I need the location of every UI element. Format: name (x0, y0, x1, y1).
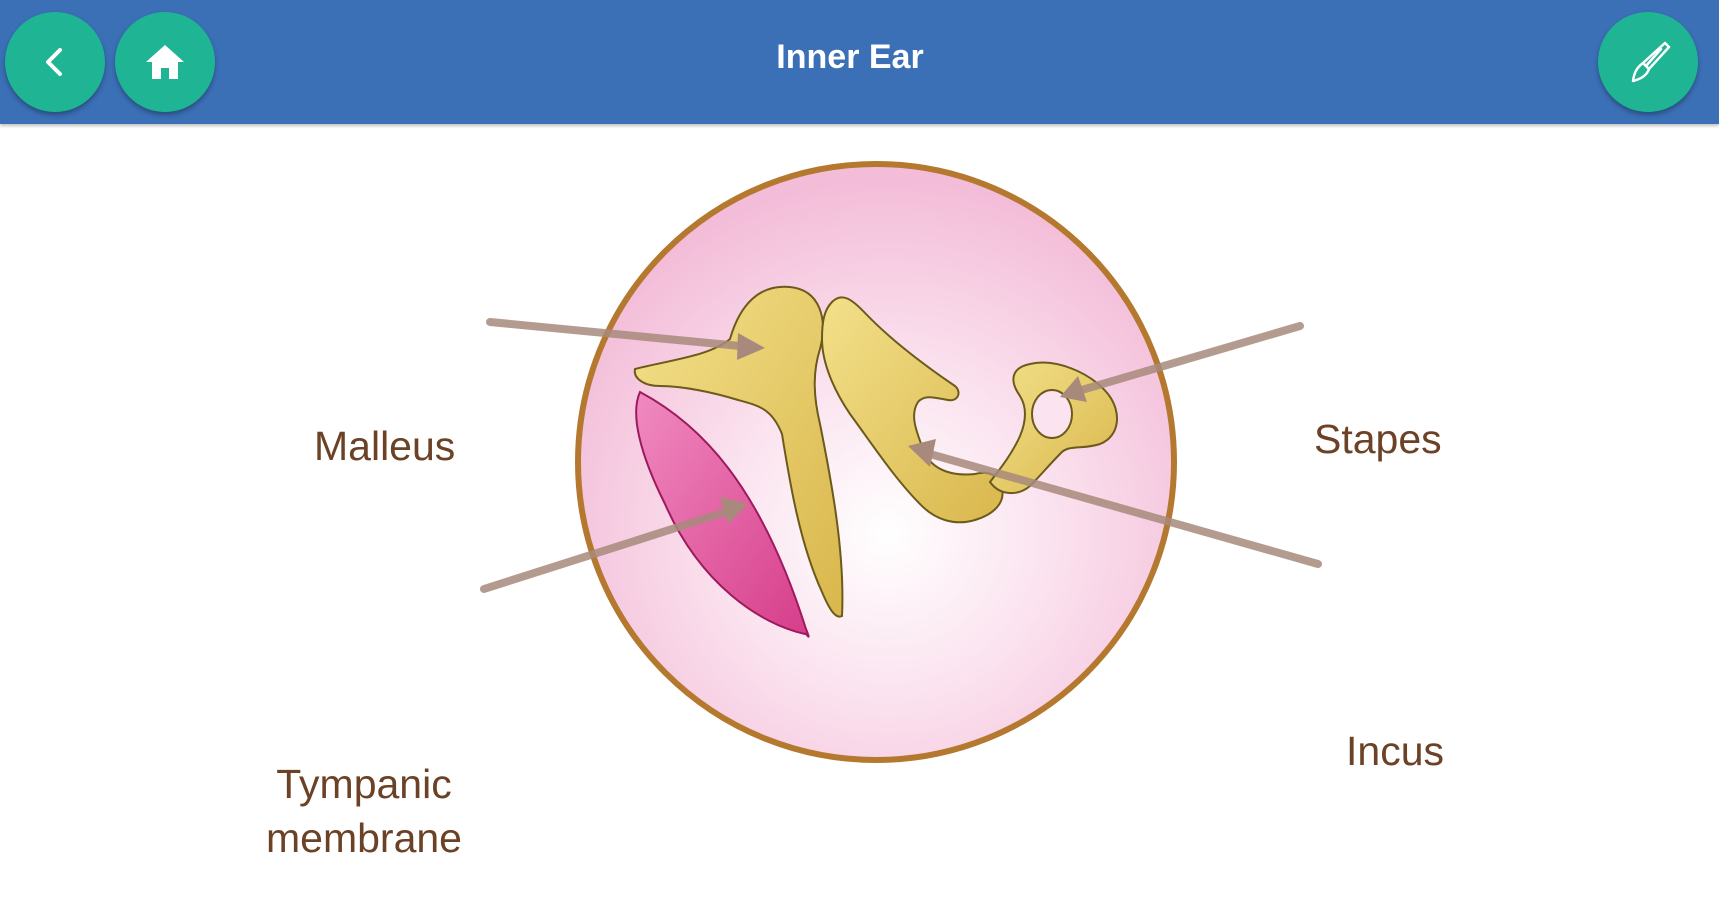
incus-pointer (926, 450, 1322, 568)
malleus-shape (633, 285, 844, 618)
back-button[interactable] (5, 12, 105, 112)
incus-shape (820, 296, 1004, 524)
label-stapes: Stapes (1314, 416, 1442, 462)
malleus-pointer (486, 318, 744, 350)
stapes-shape (988, 361, 1119, 494)
stapes-pointer (1071, 322, 1304, 396)
label-tympanic-line1: Tympanic (276, 761, 452, 807)
pointer-lines (480, 318, 1322, 593)
tympanic-pointer (480, 505, 739, 593)
pointer-arrowheads (720, 333, 1087, 524)
paint-brush-button[interactable] (1598, 12, 1698, 112)
incus-arrowhead (908, 439, 936, 467)
label-tympanic-membrane: Tympanic membrane (254, 757, 474, 865)
home-button[interactable] (115, 12, 215, 112)
malleus-arrowhead (737, 333, 765, 360)
chevron-left-icon (35, 42, 75, 82)
paint-brush-icon (1621, 35, 1675, 89)
label-incus: Incus (1346, 728, 1444, 774)
ear-diagram: Malleus Stapes Incus Tympanic membrane (0, 124, 1719, 900)
top-app-bar: Inner Ear (0, 0, 1719, 124)
ear-illustration (480, 161, 1322, 763)
magnifier-circle (575, 161, 1177, 763)
home-icon (142, 39, 188, 85)
label-malleus: Malleus (314, 423, 456, 469)
tympanic-arrowhead (720, 497, 748, 524)
page-title: Inner Ear (776, 38, 924, 76)
label-tympanic-line2: membrane (266, 815, 462, 861)
stapes-arrowhead (1060, 376, 1087, 402)
